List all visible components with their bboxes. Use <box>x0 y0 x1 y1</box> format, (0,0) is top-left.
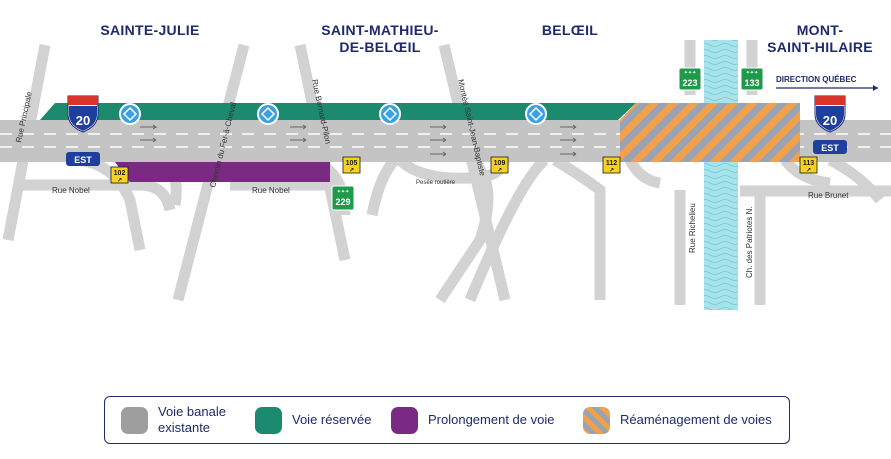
direction-label: DIRECTION QUÉBEC <box>776 75 857 84</box>
svg-text:✦✦✦: ✦✦✦ <box>684 70 697 76</box>
svg-text:↗: ↗ <box>117 178 122 184</box>
a20-shield-west: 20 EST <box>66 95 100 166</box>
legend-extension: Prolongement de voie <box>391 397 554 443</box>
exit-112-number: 112 <box>606 160 617 167</box>
direction-arrow: DIRECTION QUÉBEC <box>776 75 878 91</box>
legend-existing-line1: Voie banale <box>158 404 226 419</box>
exit-109-number: 109 <box>494 160 506 167</box>
city-name: SAINTE-JULIE <box>100 22 200 38</box>
legend-swatch-purple <box>391 406 418 434</box>
svg-text:✦✦✦: ✦✦✦ <box>746 70 759 76</box>
svg-text:↗: ↗ <box>609 168 614 174</box>
legend: Voie banale existante Voie réservée Prol… <box>104 396 790 444</box>
legend-extension-label: Prolongement de voie <box>428 412 555 427</box>
svg-text:↗: ↗ <box>806 168 811 174</box>
city-name-line1: MONT- <box>796 22 844 38</box>
a20-number: 20 <box>76 113 90 128</box>
legend-reconfig-label: Réaménagement de voies <box>620 412 772 427</box>
lane-lines <box>0 133 891 148</box>
city-name-line2: DE-BELŒIL <box>339 39 421 55</box>
reserved-lane <box>40 103 636 120</box>
svg-text:↗: ↗ <box>349 168 354 174</box>
route-223-shield: ✦✦✦ 223 <box>678 67 702 91</box>
label-rue-nobel-1: Rue Nobel <box>52 186 90 195</box>
exit-105-number: 105 <box>346 160 358 167</box>
city-name-line2: SAINT-HILAIRE <box>767 39 873 55</box>
reconfiguration-zone <box>620 103 800 162</box>
label-pesee: Pesée routière <box>416 180 456 186</box>
a20-direction: EST <box>821 143 839 153</box>
exit-113-sign: 113↗ <box>799 156 818 174</box>
a20-direction: EST <box>74 155 92 165</box>
legend-reserved-label: Voie réservée <box>292 412 372 427</box>
label-ch-patriotes: Ch. des Patriotes N. <box>745 206 754 278</box>
label-rue-nobel-2: Rue Nobel <box>252 186 290 195</box>
legend-swatch-hatched <box>583 406 610 434</box>
extension-lane-fade <box>110 162 210 182</box>
exit-102-sign: 102↗ <box>110 166 129 184</box>
river <box>704 40 738 310</box>
city-saint-mathieu: SAINT-MATHIEU- DE-BELŒIL <box>295 22 465 56</box>
legend-existing: Voie banale existante <box>121 397 226 443</box>
route-229-shield: ✦✦✦ 229 <box>331 185 355 211</box>
exit-105-sign: 105↗ <box>342 156 361 174</box>
exit-112-sign: 112↗ <box>602 156 621 174</box>
route-223-number: 223 <box>682 78 697 88</box>
route-229-number: 229 <box>335 197 350 207</box>
a20-number: 20 <box>823 113 837 128</box>
exit-signs: 102↗ 105↗ 109↗ 112↗ 113↗ <box>110 156 818 184</box>
lane-arrows <box>140 124 577 157</box>
svg-text:✦✦✦: ✦✦✦ <box>337 189 350 195</box>
exit-109-sign: 109↗ <box>490 156 509 174</box>
exit-113-number: 113 <box>803 160 814 167</box>
legend-swatch-green <box>255 406 282 434</box>
legend-swatch-gray <box>121 406 148 434</box>
exit-102-number: 102 <box>114 170 126 177</box>
city-name: BELŒIL <box>541 22 599 38</box>
legend-label: Voie banale existante <box>158 404 226 436</box>
route-133-shield: ✦✦✦ 133 <box>740 67 764 91</box>
legend-reserved: Voie réservée <box>255 397 372 443</box>
a20-shield-east: 20 EST <box>813 95 847 154</box>
legend-existing-line2: existante <box>158 420 211 435</box>
route-133-number: 133 <box>744 78 759 88</box>
city-mont-saint-hilaire: MONT- SAINT-HILAIRE <box>755 22 885 56</box>
city-sainte-julie: SAINTE-JULIE <box>70 22 230 39</box>
legend-reconfig: Réaménagement de voies <box>583 397 772 443</box>
svg-text:↗: ↗ <box>497 168 502 174</box>
label-rue-richelieu: Rue Richelieu <box>688 203 697 253</box>
label-rue-brunet: Rue Brunet <box>808 191 849 200</box>
city-beloeil: BELŒIL <box>510 22 630 39</box>
diamond-signs <box>119 103 547 125</box>
city-name-line1: SAINT-MATHIEU- <box>321 22 439 38</box>
